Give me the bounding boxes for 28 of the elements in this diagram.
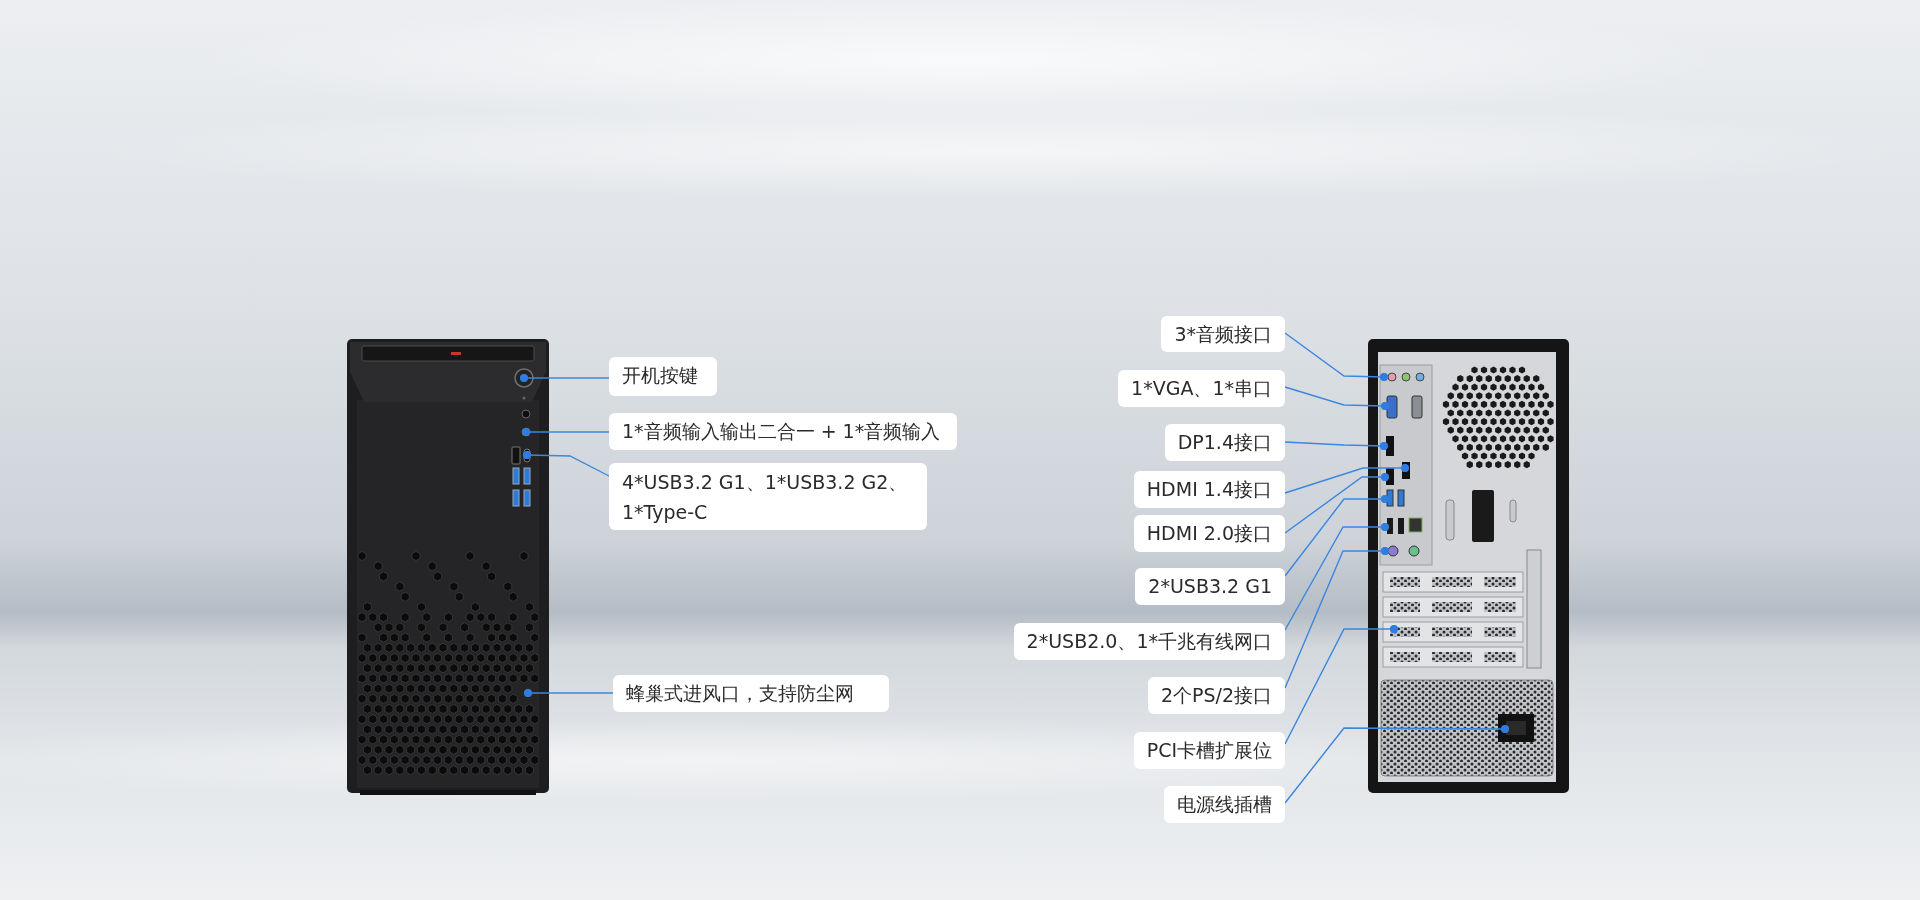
callout-label: DP1.4接口: [1164, 424, 1285, 461]
callout-label: 1*音频输入输出二合一 + 1*音频输入: [609, 413, 957, 450]
leader-line: [521, 427, 610, 437]
callout-label: 蜂巢式进风口，支持防尘网: [613, 675, 889, 712]
callout-label: 2*USB2.0、1*千兆有线网口: [1013, 623, 1285, 660]
leader-line: [519, 373, 610, 383]
leader-line: [522, 450, 610, 477]
leader-line: [1284, 463, 1410, 494]
callout-label: 1*VGA、1*串口: [1118, 370, 1285, 407]
leader-line: [1284, 546, 1390, 689]
callout-label: HDMI 1.4接口: [1133, 471, 1285, 508]
leader-line: [1284, 441, 1389, 451]
callout-label: 3*音频接口: [1161, 316, 1285, 352]
leader-line: [1284, 624, 1399, 745]
leader-line: [1284, 386, 1390, 411]
callout-label: 开机按键: [609, 357, 717, 396]
leader-line: [1284, 494, 1390, 577]
callout-label: 电源线插槽: [1164, 786, 1285, 823]
leader-line: [1284, 724, 1510, 804]
leader-line: [1284, 332, 1389, 382]
callout-label: 2*USB3.2 G1: [1135, 568, 1285, 605]
leader-line: [1284, 522, 1390, 631]
callout-label: PCI卡槽扩展位: [1133, 732, 1285, 769]
leader-line: [523, 688, 614, 698]
callout-label: 4*USB3.2 G1、1*USB3.2 G2、1*Type-C: [609, 463, 927, 530]
callout-label: HDMI 2.0接口: [1133, 515, 1285, 552]
leader-line: [1284, 472, 1390, 534]
callout-label: 2个PS/2接口: [1147, 677, 1285, 714]
